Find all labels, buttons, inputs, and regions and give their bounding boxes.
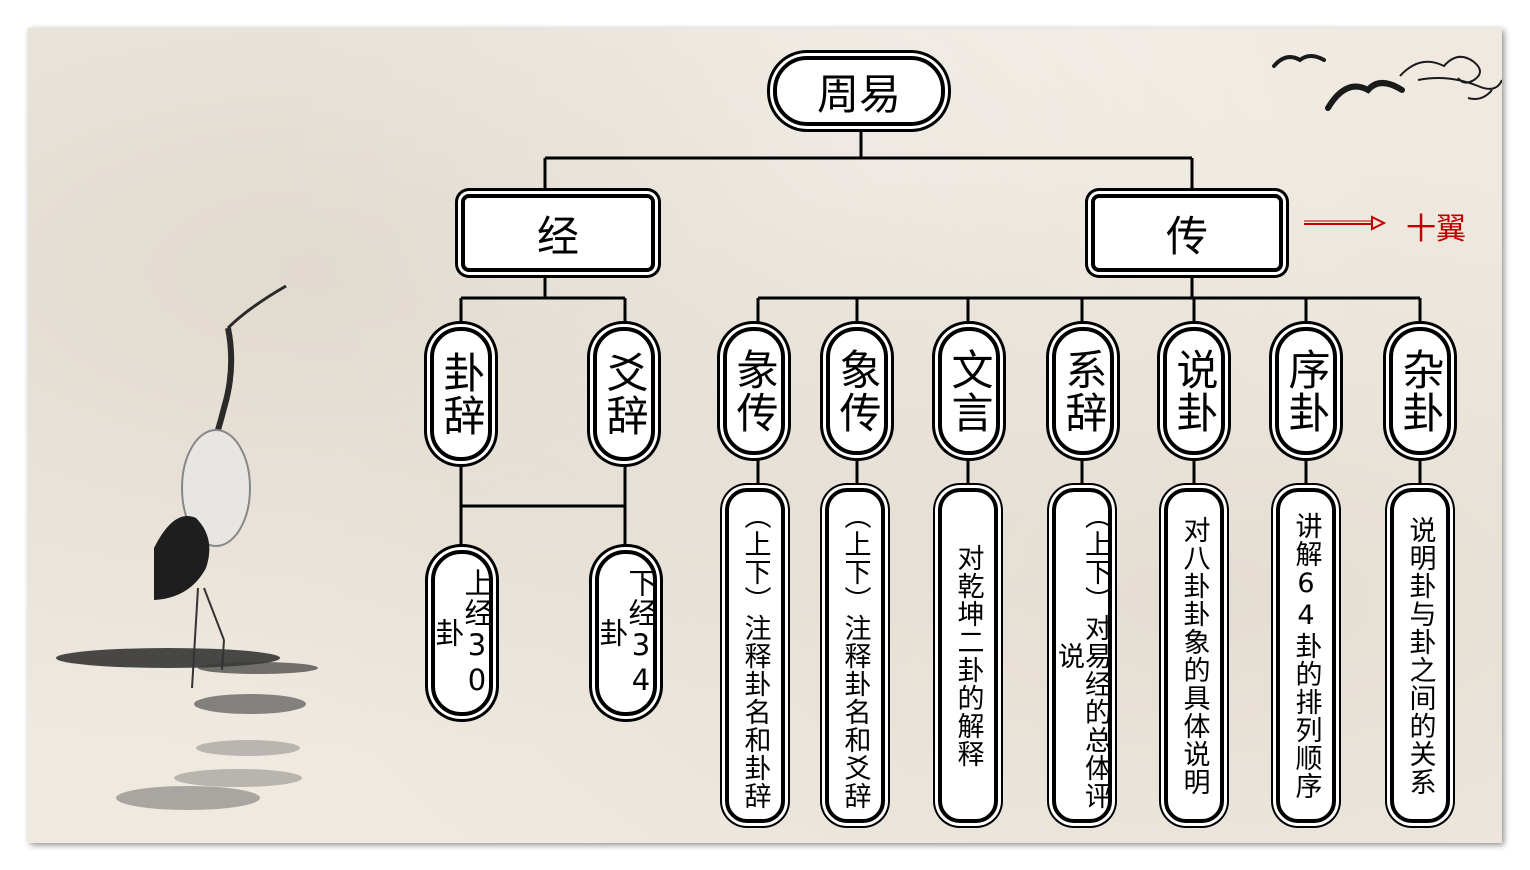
xici-label: 系辞 bbox=[1056, 331, 1110, 451]
wenyan-node: 文言 bbox=[938, 327, 1000, 455]
yaoci-label: 爻辞 bbox=[597, 331, 651, 457]
zhuan-label: 传 bbox=[1095, 198, 1279, 268]
root-node: 周易 bbox=[773, 56, 945, 126]
crane-ink-painting bbox=[56, 286, 318, 810]
xugua-desc-label: 讲解64卦的排列顺序 bbox=[1280, 492, 1332, 819]
shangjing-node: 上经30卦 bbox=[431, 550, 493, 716]
shuogua-label: 说卦 bbox=[1167, 331, 1221, 451]
shiyi-note: 十翼 bbox=[1406, 204, 1466, 248]
xiangzhuan-desc: （上下）注释卦名和爻辞 bbox=[825, 488, 885, 823]
xugua-node: 序卦 bbox=[1275, 327, 1337, 455]
xici-desc: （上下）对易经的总体评说 bbox=[1052, 488, 1112, 823]
shuogua-node: 说卦 bbox=[1163, 327, 1225, 455]
xici-node: 系辞 bbox=[1052, 327, 1114, 455]
wenyan-label: 文言 bbox=[942, 331, 996, 451]
xiajing-label: 下经34卦 bbox=[599, 554, 653, 712]
guaci-label: 卦辞 bbox=[434, 331, 488, 457]
wenyan-desc-label: 对乾坤二卦的解释 bbox=[942, 492, 994, 819]
cloud-swirl-icon bbox=[1400, 57, 1502, 99]
tuanzhuan-label: 彖传 bbox=[727, 331, 781, 451]
arrow-right-icon bbox=[1304, 217, 1384, 229]
tuanzhuan-desc-label: （上下）注释卦名和卦辞 bbox=[729, 492, 781, 819]
root-label: 周易 bbox=[777, 60, 941, 122]
guaci-node: 卦辞 bbox=[430, 327, 492, 461]
slide-canvas: 周易 经 传 十翼 卦辞 爻辞 上经30卦 下经34卦 彖传 象传 文言 系辞 … bbox=[28, 28, 1502, 843]
shuogua-desc-label: 对八卦卦象的具体说明 bbox=[1168, 492, 1220, 819]
xiangzhuan-node: 象传 bbox=[826, 327, 888, 455]
xiangzhuan-label: 象传 bbox=[830, 331, 884, 451]
tuanzhuan-node: 彖传 bbox=[723, 327, 785, 455]
tuanzhuan-desc: （上下）注释卦名和卦辞 bbox=[725, 488, 785, 823]
xiajing-node: 下经34卦 bbox=[595, 550, 657, 716]
birds-icon bbox=[1274, 56, 1402, 108]
xugua-label: 序卦 bbox=[1279, 331, 1333, 451]
zagua-desc-label: 说明卦与卦之间的关系 bbox=[1394, 492, 1446, 819]
yaoci-node: 爻辞 bbox=[593, 327, 655, 461]
zhuan-node: 传 bbox=[1091, 194, 1283, 272]
shangjing-label: 上经30卦 bbox=[435, 554, 489, 712]
zagua-label: 杂卦 bbox=[1393, 331, 1447, 451]
xiangzhuan-desc-label: （上下）注释卦名和爻辞 bbox=[829, 492, 881, 819]
jing-node: 经 bbox=[461, 194, 655, 272]
wenyan-desc: 对乾坤二卦的解释 bbox=[938, 488, 998, 823]
zagua-desc: 说明卦与卦之间的关系 bbox=[1390, 488, 1450, 823]
shuogua-desc: 对八卦卦象的具体说明 bbox=[1164, 488, 1224, 823]
xici-desc-label: （上下）对易经的总体评说 bbox=[1056, 492, 1108, 819]
zagua-node: 杂卦 bbox=[1389, 327, 1451, 455]
xugua-desc: 讲解64卦的排列顺序 bbox=[1276, 488, 1336, 823]
jing-label: 经 bbox=[465, 198, 651, 268]
